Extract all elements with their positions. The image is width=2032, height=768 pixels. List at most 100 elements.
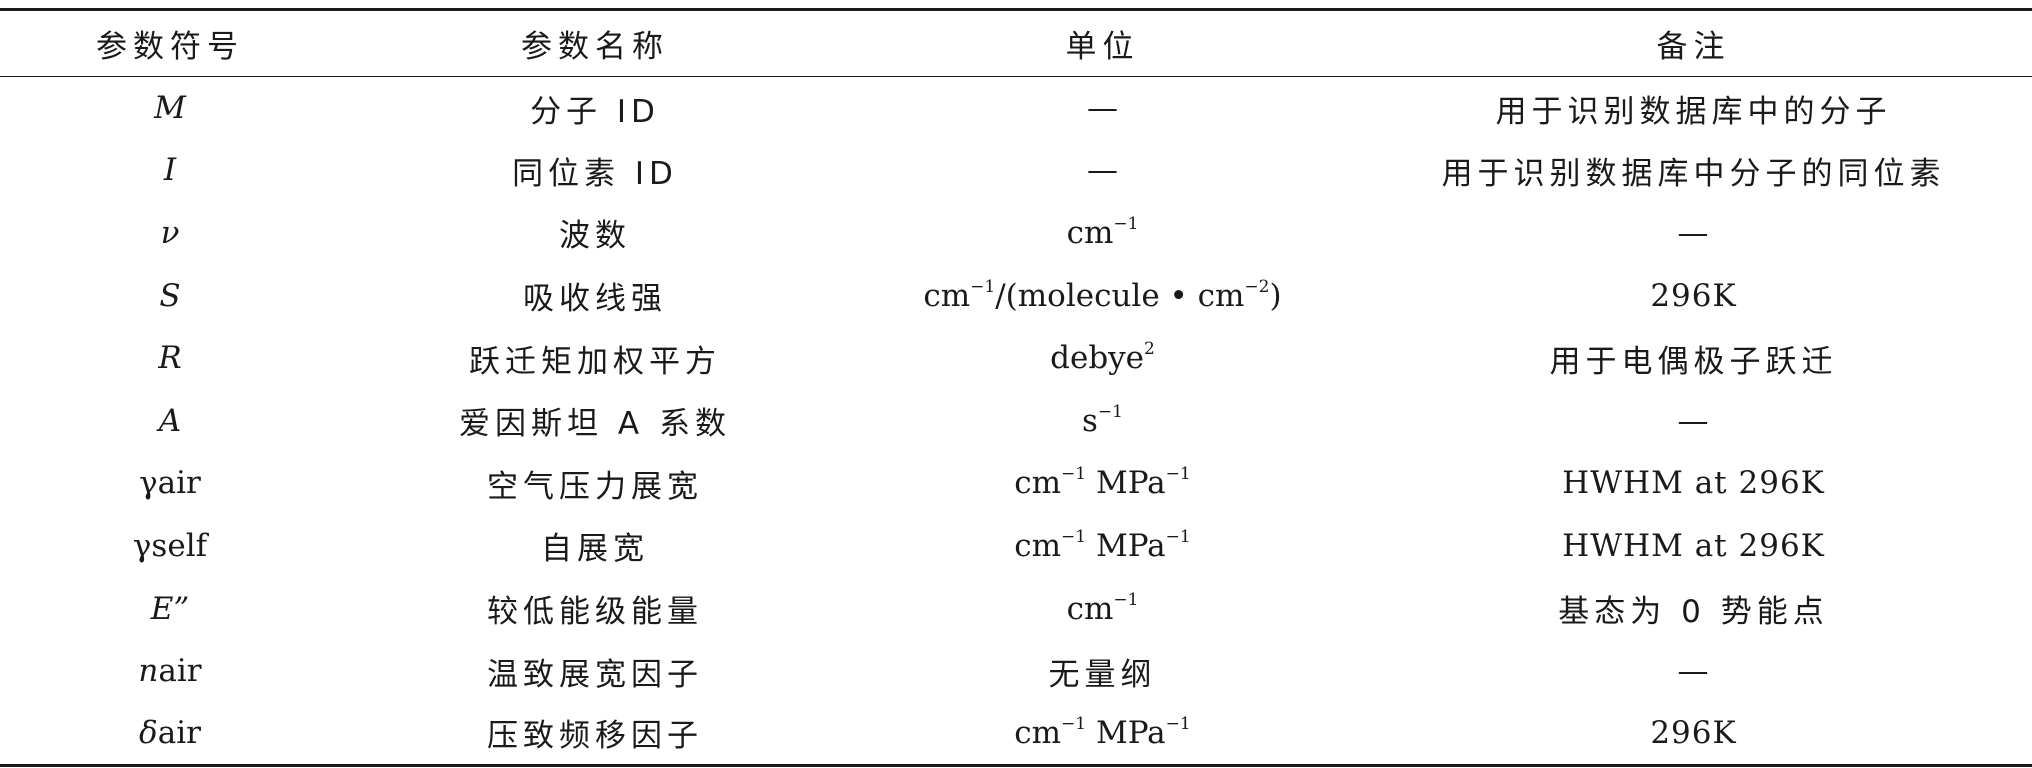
- cell-note: 用于识别数据库中的分子: [1495, 93, 1892, 130]
- cell-symbol: M: [0, 77, 340, 140]
- cell-name: 吸收线强: [523, 281, 667, 318]
- cell-note: —: [1677, 653, 1710, 690]
- table-row: R 跃迁矩加权平方 debye2 用于电偶极子跃迁: [0, 327, 2032, 390]
- cell-symbol: A: [0, 389, 340, 452]
- cell-symbol: ν: [0, 202, 340, 265]
- italic-text: A: [158, 402, 182, 439]
- superscript: −1: [1061, 464, 1087, 485]
- table-body: M 分子 ID — 用于识别数据库中的分子 I 同位素 ID — 用于识别数据库中分子的同位素…: [0, 77, 2032, 766]
- superscript: −1: [1165, 713, 1191, 734]
- text-part: 无量纲: [1048, 656, 1157, 693]
- table-row: E” 较低能级能量 cm−1 基态为 0 势能点: [0, 577, 2032, 640]
- cell-note: 基态为 0 势能点: [1558, 594, 1829, 631]
- cell-note: 用于识别数据库中分子的同位素: [1441, 155, 1946, 192]
- header-row: 参数符号 参数名称 单位 备注: [0, 9, 2032, 77]
- cell-name: 温致展宽因子: [487, 656, 703, 693]
- italic-text: δ: [139, 714, 158, 751]
- text-part: s: [1082, 402, 1098, 439]
- cell-note: —: [1677, 214, 1710, 251]
- header-name: 参数名称: [521, 29, 669, 65]
- cell-symbol: E”: [0, 577, 340, 640]
- text-part: air: [157, 714, 201, 751]
- table-row: A 爱因斯坦 A 系数 s−1 —: [0, 389, 2032, 452]
- cell-name: 自展宽: [541, 531, 649, 568]
- cell-unit: cm−1 MPa−1: [850, 702, 1355, 765]
- cell-symbol: nair: [0, 640, 340, 703]
- text-part: cm: [1066, 590, 1114, 627]
- cell-name: 跃迁矩加权平方: [469, 343, 721, 380]
- cell-name: 爱因斯坦 A 系数: [459, 406, 731, 443]
- cell-note: 296K: [1650, 714, 1737, 751]
- superscript: −1: [1061, 713, 1087, 734]
- cell-unit: —: [850, 77, 1355, 140]
- cell-unit: —: [850, 139, 1355, 202]
- text-part: —: [1087, 152, 1118, 189]
- superscript: −1: [1113, 213, 1139, 234]
- text-part: /(molecule • cm: [995, 277, 1245, 314]
- superscript: −1: [1165, 464, 1191, 485]
- text-part: MPa: [1086, 465, 1166, 502]
- cell-symbol: γself: [0, 515, 340, 578]
- cell-note: HWHM at 296K: [1562, 465, 1825, 502]
- cell-symbol: R: [0, 327, 340, 390]
- superscript: −1: [1113, 589, 1139, 610]
- italic-text: M: [154, 90, 186, 127]
- table-header: 参数符号 参数名称 单位 备注: [0, 9, 2032, 77]
- text-part: MPa: [1086, 714, 1166, 751]
- superscript: −1: [1097, 401, 1123, 422]
- text-part: MPa: [1086, 527, 1166, 564]
- italic-text: n: [138, 653, 159, 690]
- cell-note: HWHM at 296K: [1562, 527, 1825, 564]
- italic-text: S: [159, 277, 181, 314]
- cell-symbol: I: [0, 139, 340, 202]
- text-part: debye: [1050, 340, 1145, 377]
- text-part: cm: [1014, 714, 1062, 751]
- parameter-table: 参数符号 参数名称 单位 备注 M 分子 ID — 用于识别数据库中的分子 I 同位素 I…: [0, 8, 2032, 767]
- header-note: 备注: [1656, 29, 1731, 65]
- superscript: −2: [1244, 276, 1270, 297]
- italic-text: R: [158, 340, 182, 377]
- text-part: γair: [139, 465, 201, 502]
- cell-unit: cm−1: [850, 577, 1355, 640]
- text-part: ): [1269, 277, 1282, 314]
- text-part: γself: [132, 527, 208, 564]
- cell-symbol: γair: [0, 452, 340, 515]
- table-row: I 同位素 ID — 用于识别数据库中分子的同位素: [0, 139, 2032, 202]
- cell-name: 分子 ID: [530, 93, 660, 130]
- superscript: −1: [1165, 526, 1191, 547]
- cell-unit: s−1: [850, 389, 1355, 452]
- cell-name: 空气压力展宽: [487, 468, 703, 505]
- superscript: 2: [1144, 339, 1155, 360]
- table-row: ν 波数 cm−1 —: [0, 202, 2032, 265]
- text-part: cm: [923, 277, 971, 314]
- cell-note: 用于电偶极子跃迁: [1549, 343, 1838, 380]
- italic-text: ν: [160, 214, 180, 251]
- header-unit: 单位: [1065, 29, 1140, 65]
- cell-unit: cm−1 MPa−1: [850, 452, 1355, 515]
- cell-name: 同位素 ID: [512, 155, 678, 192]
- superscript: −1: [1061, 526, 1087, 547]
- cell-note: —: [1677, 402, 1710, 439]
- cell-name: 压致频移因子: [487, 718, 703, 755]
- text-part: cm: [1066, 214, 1114, 251]
- cell-note: 296K: [1650, 277, 1737, 314]
- cell-unit: debye2: [850, 327, 1355, 390]
- text-part: —: [1087, 90, 1118, 127]
- cell-symbol: S: [0, 264, 340, 327]
- cell-unit: 无量纲: [850, 640, 1355, 703]
- cell-unit: cm−1 MPa−1: [850, 515, 1355, 578]
- text-part: cm: [1014, 527, 1062, 564]
- cell-name: 较低能级能量: [487, 594, 703, 631]
- cell-symbol: δair: [0, 702, 340, 765]
- italic-text: I: [163, 152, 177, 189]
- text-part: air: [158, 653, 202, 690]
- italic-text: E”: [150, 590, 190, 627]
- cell-name: 波数: [559, 218, 631, 255]
- text-part: cm: [1014, 465, 1062, 502]
- header-symbol: 参数符号: [96, 29, 244, 65]
- cell-unit: cm−1/(molecule • cm−2): [850, 264, 1355, 327]
